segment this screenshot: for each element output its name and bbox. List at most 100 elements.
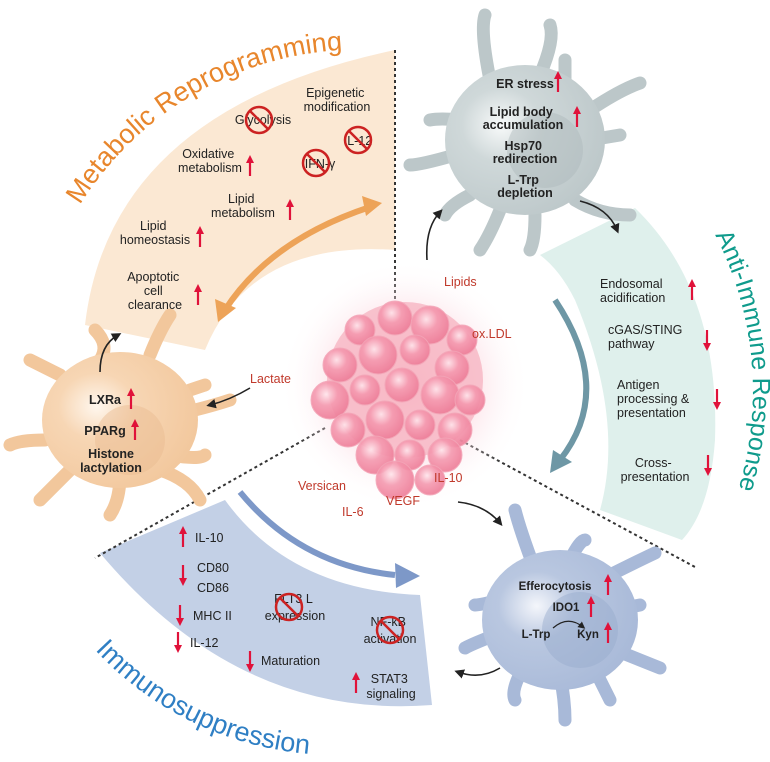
up-arrow-icon (587, 596, 595, 617)
up-arrow-icon (131, 419, 139, 440)
down-arrow-icon (179, 565, 187, 586)
item-il10: IL-10 (195, 531, 224, 545)
tumor-cell (427, 437, 463, 473)
item-lxra: LXRa (89, 393, 122, 407)
down-arrow-icon (703, 330, 711, 351)
orange-cell-items: LXRa PPARg Histone lactylation (80, 388, 142, 475)
item-cross-presentation: Cross- presentation (621, 456, 690, 484)
item-lactylation: lactylation (80, 461, 142, 475)
tumor-cell (384, 367, 420, 403)
factor-il6: IL-6 (342, 505, 364, 519)
item-cd80-cd86: CD80 CD86 (197, 561, 232, 595)
down-arrow-icon (713, 389, 721, 410)
separator-lower-left (94, 427, 326, 559)
up-arrow-icon (194, 284, 202, 305)
tumor-cell (330, 412, 366, 448)
up-arrow-icon (352, 672, 360, 693)
item-ltrp-depletion: L-Trp depletion (497, 173, 553, 200)
anti-immune-title: Anti-Immune Response (710, 225, 770, 495)
tumor-cell (420, 375, 460, 415)
up-arrow-icon (604, 574, 612, 595)
item-glycolysis: Glycolysis (235, 113, 291, 127)
arrow-blue-to-immuno (454, 667, 501, 679)
item-endosomal: Endosomal acidification (600, 277, 666, 305)
anti-immune-panel (540, 208, 716, 540)
blue-arrowhead (395, 563, 420, 588)
factor-lactate: Lactate (250, 372, 291, 386)
up-arrow-icon (246, 155, 254, 176)
item-pparg: PPARg (84, 424, 125, 438)
item-lipid-homeostasis: Lipid homeostasis (120, 219, 190, 247)
factor-il10: IL-10 (434, 471, 463, 485)
immuno-items: IL-10 CD80 CD86 MHC II IL-12 FLT3 L expr… (174, 526, 416, 701)
arrow-grey-to-anti-immune (579, 200, 620, 234)
up-arrow-icon (688, 279, 696, 300)
down-arrow-icon (176, 605, 184, 626)
blue-dendritic-cell (458, 503, 667, 727)
up-arrow-icon (179, 526, 187, 547)
inhibit-icon (274, 592, 304, 622)
anti-immune-flow-arrow (552, 298, 590, 462)
teal-arrowhead (550, 450, 572, 473)
item-il12: IL-12 (190, 636, 219, 650)
item-maturation: Maturation (261, 654, 320, 668)
tumor-cell (399, 334, 431, 366)
arrow-tumor-to-blue-cell (457, 501, 503, 526)
up-arrow-icon (554, 71, 562, 92)
up-arrow-icon (573, 106, 581, 127)
inhibit-icon (343, 125, 373, 155)
tumor-cell (375, 460, 415, 500)
tumor-factors: Lipids ox.LDL Lactate Versican IL-6 VEGF… (250, 275, 512, 519)
tumor-cell (404, 409, 436, 441)
up-arrow-icon (286, 199, 294, 220)
up-arrow-icon (127, 388, 135, 409)
orange-arrowhead-top (362, 196, 382, 216)
up-arrow-icon (604, 622, 612, 643)
tumor-cell (454, 384, 486, 416)
tumor-cell (410, 305, 450, 345)
inhibit-icon (301, 148, 331, 178)
orange-dendritic-cell (3, 308, 237, 522)
anti-immune-items: Endosomal acidification cGAS/STING pathw… (600, 277, 721, 484)
item-kyn: Kyn (577, 629, 599, 641)
tumor-cell (358, 335, 398, 375)
item-apoptotic: Apoptotic cell clearance (127, 270, 183, 312)
metabolic-flow-arrow (222, 204, 371, 312)
arrow-cell-to-metabolic (99, 333, 122, 373)
item-lipid-body: Lipid body accumulation (483, 105, 564, 132)
item-ltrp: L-Trp (522, 629, 551, 641)
grey-cell-items: ER stress Lipid body accumulation Hsp70 … (483, 71, 581, 200)
arrow-tumor-to-orange-cell (206, 387, 251, 409)
item-er-stress: ER stress (496, 77, 554, 91)
item-antigen: Antigen processing & presentation (617, 378, 693, 420)
tumor-cell (349, 374, 381, 406)
item-oxidative: Oxidative metabolism (178, 147, 242, 175)
immuno-flow-arrow (237, 490, 396, 578)
item-mhc-ii: MHC II (193, 609, 232, 623)
up-arrow-icon (196, 226, 204, 247)
inhibit-icon (375, 615, 405, 645)
metabolic-panel (85, 50, 395, 350)
grey-dendritic-cell (403, 8, 647, 257)
metabolic-items: Epigenetic modification Glycolysis IL-12… (120, 86, 372, 312)
item-cgas: cGAS/STING pathway (608, 323, 686, 351)
tumor-mass (280, 260, 530, 510)
blue-cell-items: Efferocytosis IDO1 L-Trp Kyn (519, 574, 612, 643)
tumor-cell (310, 380, 350, 420)
item-efferocytosis: Efferocytosis (519, 581, 592, 593)
orange-arrowhead-bottom (215, 299, 236, 322)
tumor-cell (322, 347, 358, 383)
factor-oxldl: ox.LDL (472, 327, 512, 341)
conversion-arrow-icon (552, 620, 586, 629)
item-epigenetic: Epigenetic modification (304, 86, 371, 114)
tumor-cell (377, 300, 413, 336)
item-histone: Histone (88, 447, 134, 461)
factor-versican: Versican (298, 479, 346, 493)
factor-lipids: Lipids (444, 275, 477, 289)
item-hsp70: Hsp70 redirection (493, 139, 558, 166)
item-ido1: IDO1 (553, 602, 580, 614)
tumor-cell (365, 400, 405, 440)
item-lipid-metabolism: Lipid metabolism (211, 192, 275, 220)
factor-vegf: VEGF (386, 494, 420, 508)
